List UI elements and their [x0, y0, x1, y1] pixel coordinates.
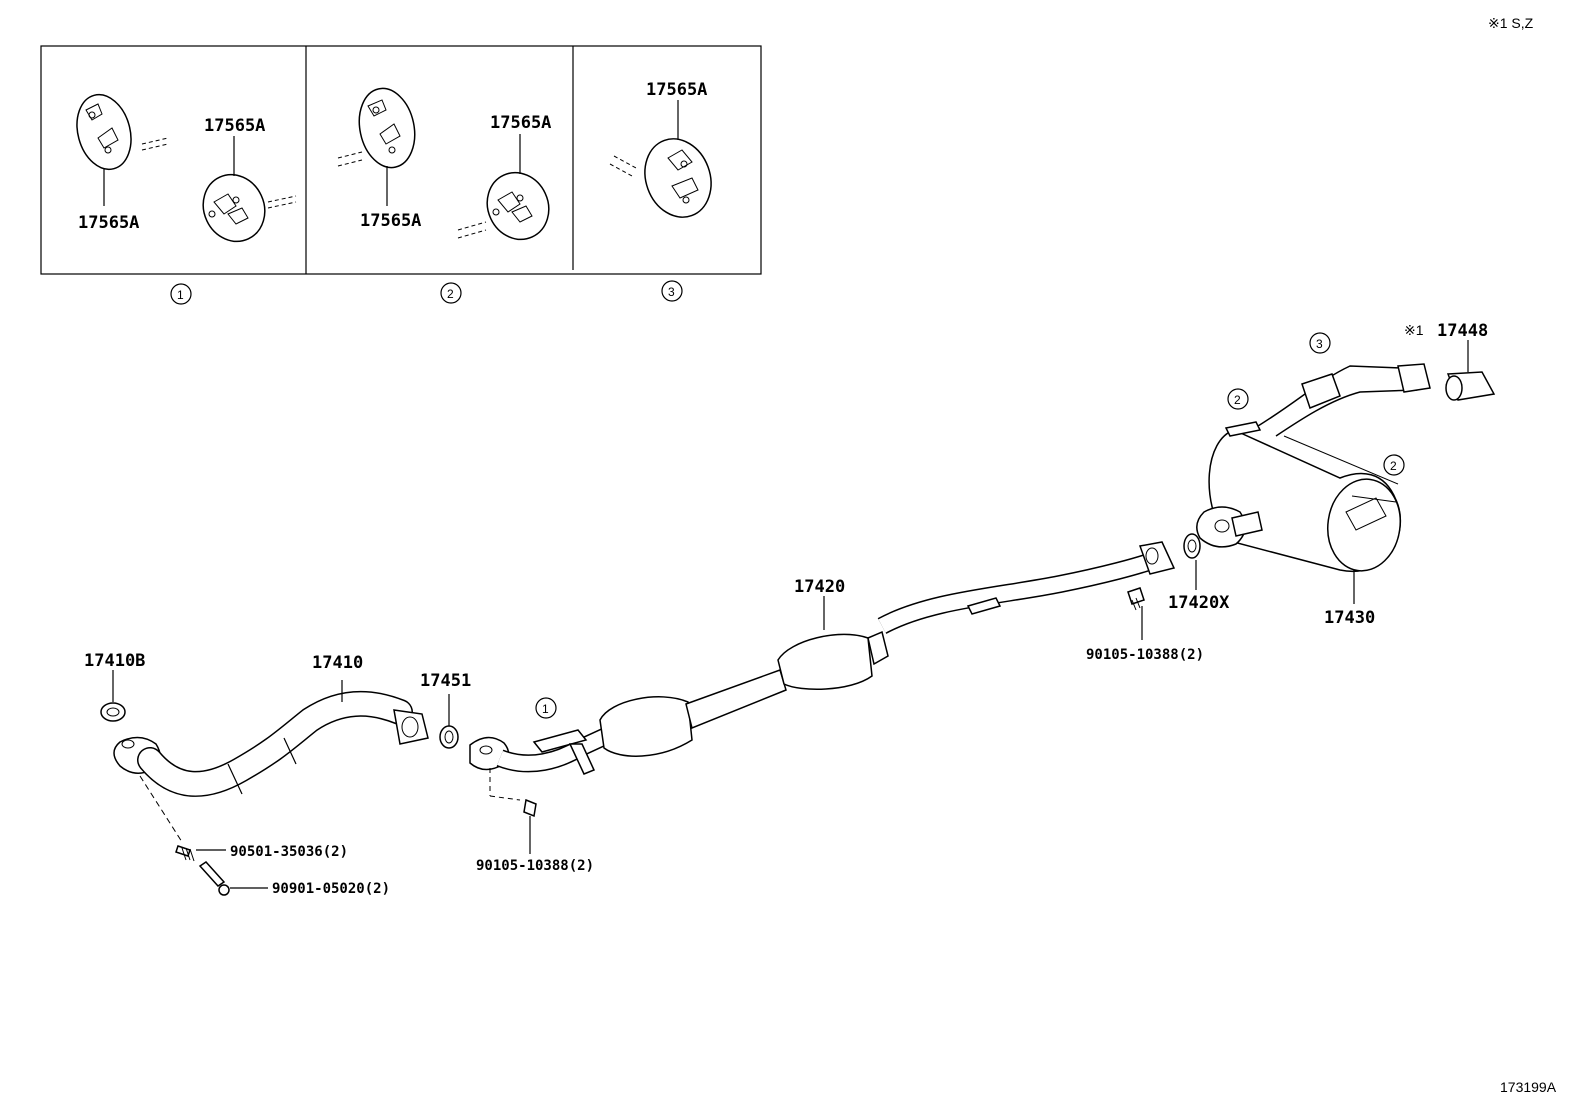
part-label-17430: 17430: [1324, 608, 1375, 628]
marker-number: 3: [1316, 337, 1323, 351]
part-label-90501-35036: 90501-35036(2): [230, 844, 348, 860]
part-label-17565A: 17565A: [646, 80, 707, 100]
circle-marker-2: [1383, 454, 1405, 476]
circle-marker-1: [170, 283, 192, 305]
part-label-17565A: 17565A: [360, 211, 421, 231]
rubber-hanger-icon: [202, 173, 266, 243]
front-pipe-17410: [113, 680, 429, 797]
bolt-90105-front: [489, 768, 537, 854]
circle-marker-2: [1227, 388, 1249, 410]
bolt-90105-rear: [1127, 587, 1145, 640]
circle-marker-2: [440, 282, 462, 304]
inset-panel-3: 17565A 3: [609, 80, 712, 302]
part-label-17448: 17448: [1437, 321, 1488, 341]
circle-marker-3: [1309, 332, 1331, 354]
part-label-17410B: 17410B: [84, 651, 145, 671]
part-label-17565A: 17565A: [78, 213, 139, 233]
muffler-17430: [1196, 363, 1431, 604]
circle-marker-1: [535, 697, 557, 719]
inset-panel-1: 17565A 17565A 1: [76, 93, 297, 305]
gasket-17420X: [1183, 533, 1201, 590]
variant-note-marker: ※1: [1404, 322, 1424, 338]
tail-pipe-tip-17448: [1445, 340, 1496, 401]
marker-number: 3: [668, 285, 675, 299]
rubber-hanger-icon: [644, 138, 712, 218]
gasket-17410B: [100, 670, 126, 722]
hanger-inset-panels: 17565A 17565A 1: [40, 45, 762, 305]
inset-panel-2: 17565A 17565A 2: [337, 87, 551, 304]
part-label-17451: 17451: [420, 671, 471, 691]
gasket-17451: [439, 694, 459, 749]
part-label-90105-10388-front: 90105-10388(2): [476, 858, 594, 874]
part-label-90901-05020: 90901-05020(2): [272, 881, 390, 897]
rubber-hanger-icon: [358, 87, 416, 169]
bolt-spring-set: [139, 775, 268, 896]
variant-note: ※1 S,Z: [1488, 15, 1534, 31]
part-label-17565A: 17565A: [204, 116, 265, 136]
center-pipe-17420: [469, 541, 1176, 775]
marker-number: 2: [1234, 393, 1241, 407]
diagram-reference: 173199A: [1500, 1079, 1557, 1095]
marker-number: 2: [447, 287, 454, 301]
marker-number: 1: [177, 288, 184, 302]
circle-marker-3: [661, 280, 683, 302]
part-label-90105-10388-rear: 90105-10388(2): [1086, 647, 1204, 663]
marker-number: 1: [542, 702, 549, 716]
part-label-17420: 17420: [794, 577, 845, 597]
part-label-17410: 17410: [312, 653, 363, 673]
rubber-hanger-icon: [486, 171, 550, 241]
part-label-17420X: 17420X: [1168, 593, 1230, 613]
marker-number: 2: [1390, 459, 1397, 473]
part-label-17565A: 17565A: [490, 113, 551, 133]
rubber-hanger-icon: [76, 93, 132, 171]
inset-frame: [40, 45, 762, 275]
